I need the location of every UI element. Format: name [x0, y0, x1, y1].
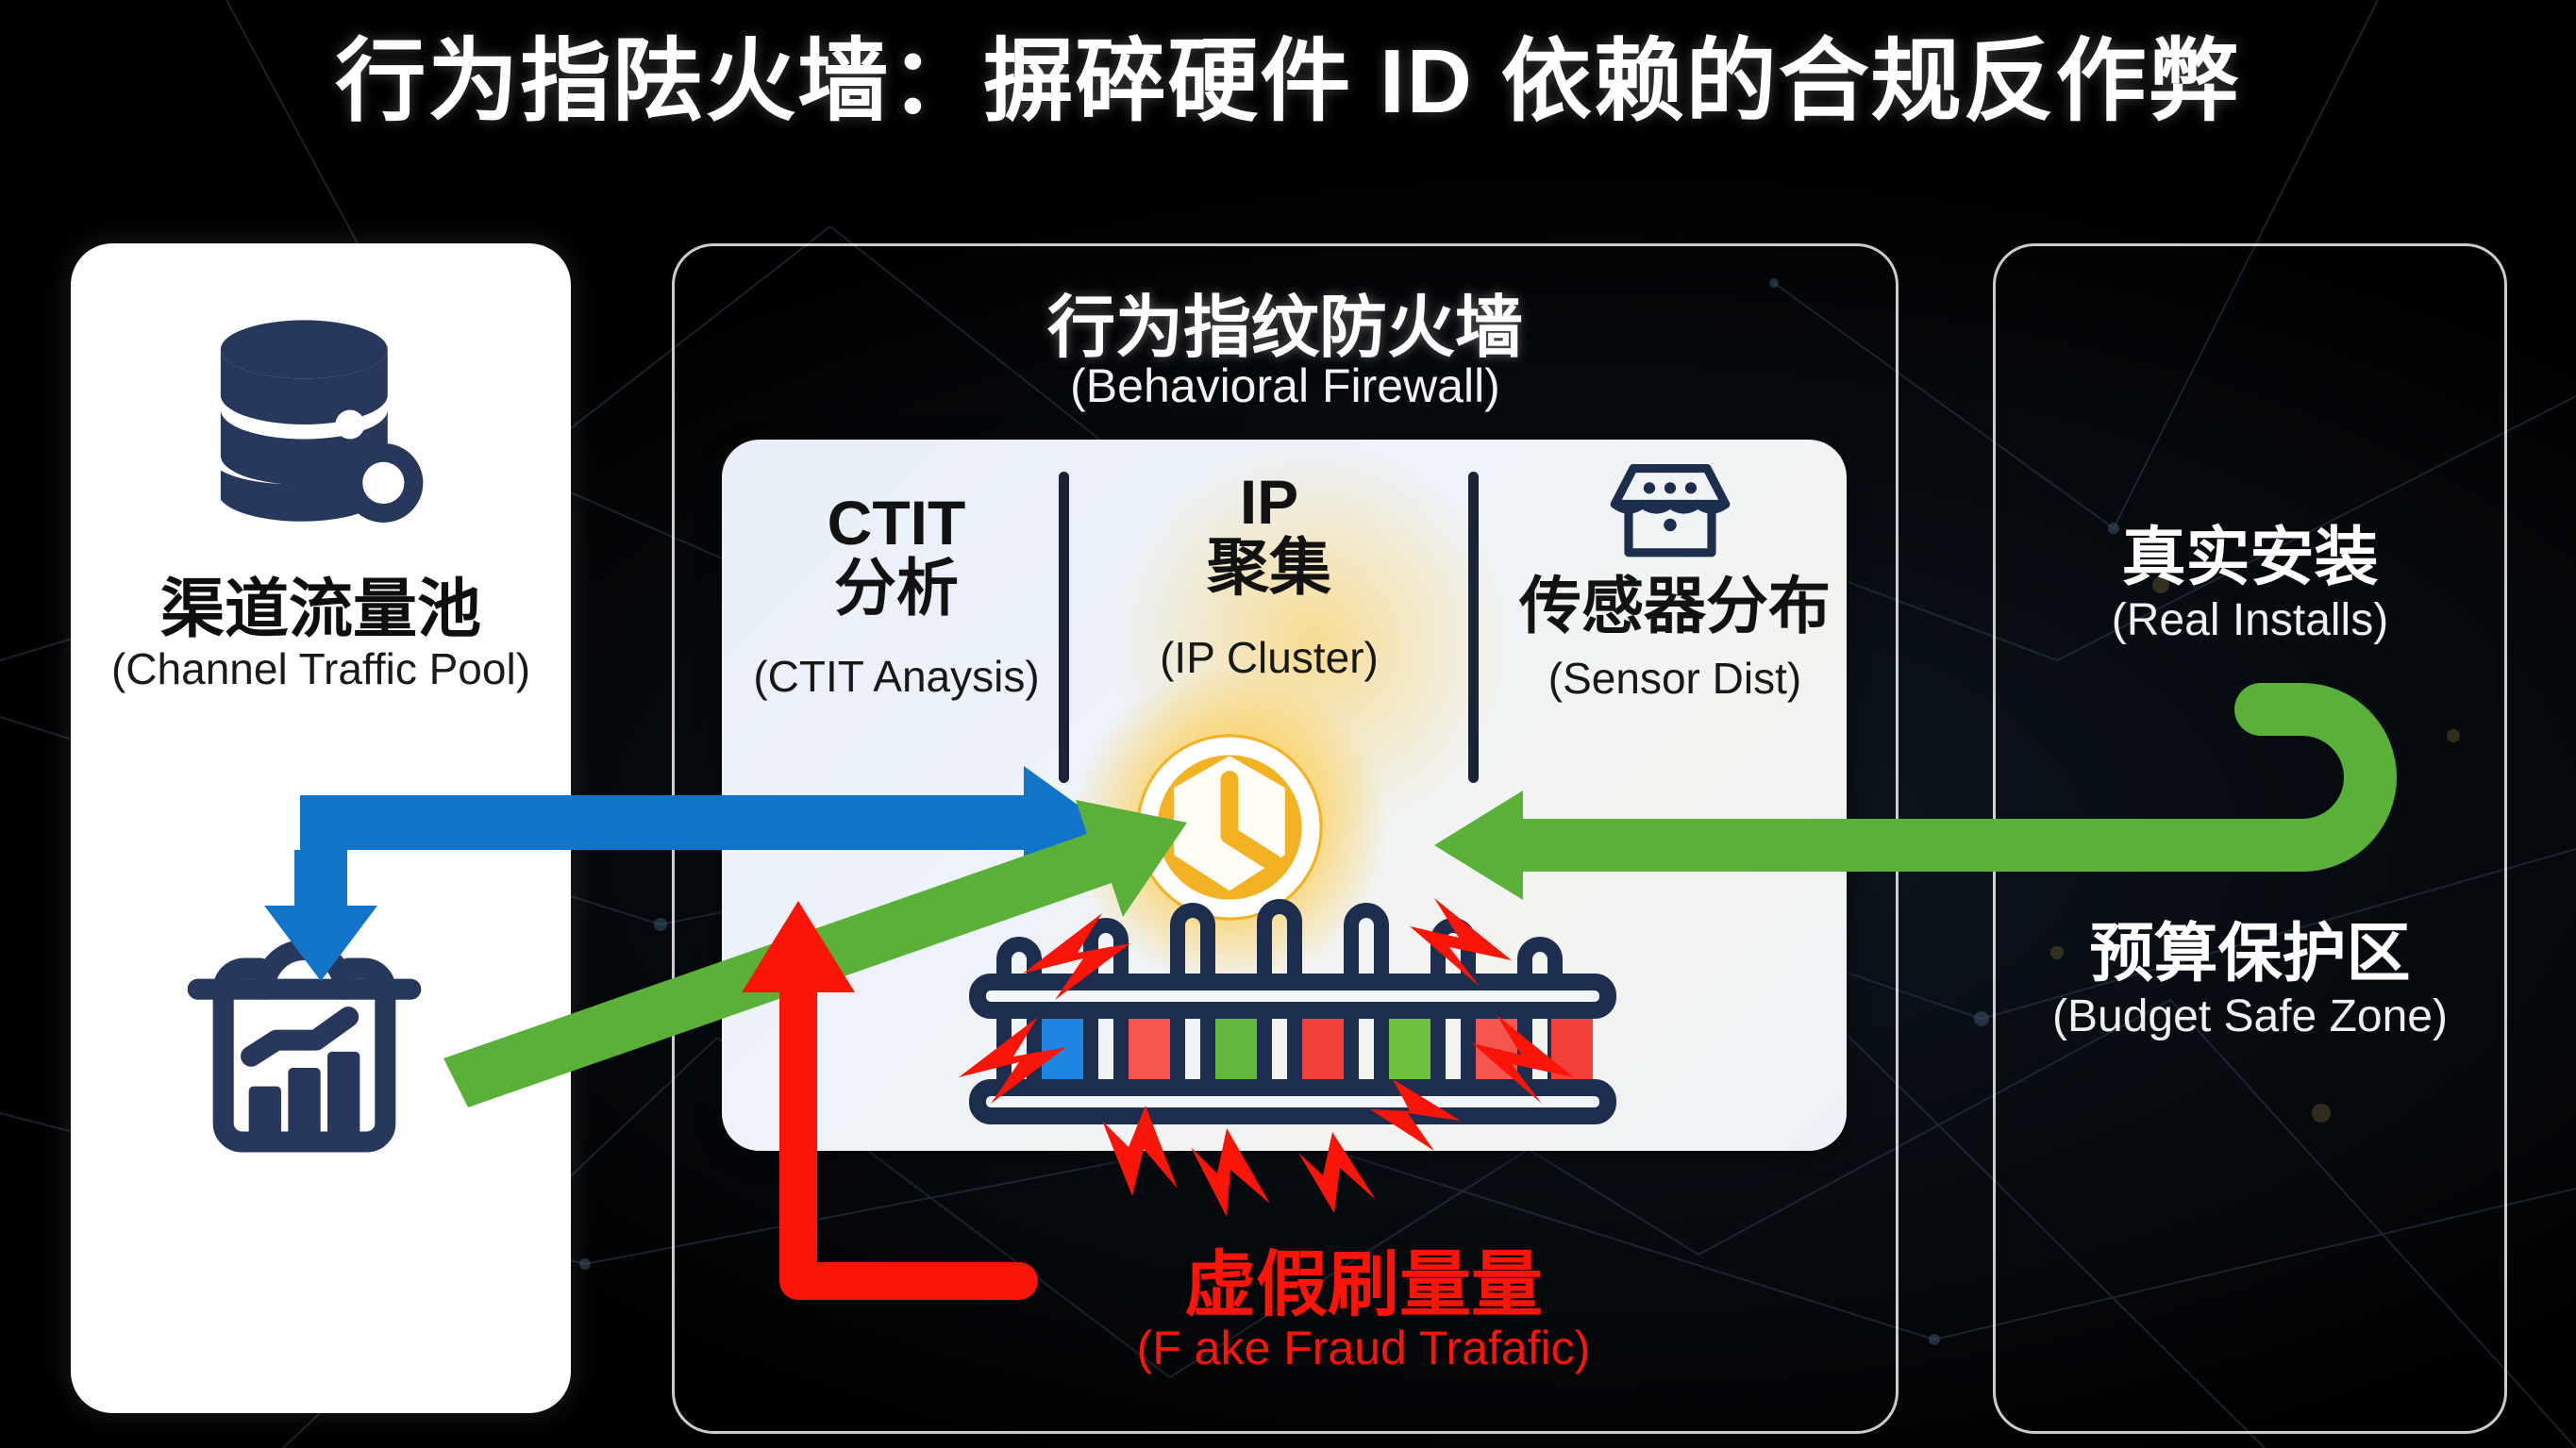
real-installs-card[interactable]	[1993, 243, 2507, 1434]
sensor-dist-en-label: (Sensor Dist)	[1547, 654, 1802, 703]
page-title: 行为指阹火墙：摒碎硬件 ID 依赖的合规反作弊	[335, 31, 2241, 132]
behavioral-firewall-cn-title: 行为指纹防火墙	[1046, 291, 1523, 366]
ctit-analysis-line2: 分析	[834, 552, 959, 623]
ip-cluster-cn-label: IP 聚集	[1104, 470, 1434, 599]
ctit-analysis-en-label: (CTIT Anaysis)	[753, 652, 1040, 701]
fence-icon	[969, 899, 1616, 1124]
ctit-analysis-line1: CTIT	[827, 488, 966, 558]
module-divider-1	[1059, 472, 1069, 783]
real-installs-cn-label: 真实安装	[2121, 522, 2379, 593]
sensor-dist-cn-label: 传感器分布	[1519, 571, 1831, 641]
channel-traffic-pool-en-label: (Channel Traffic Pool)	[110, 644, 531, 693]
budget-safe-zone-en-label: (Budget Safe Zone)	[2052, 991, 2448, 1041]
budget-safe-zone-cn-label: 预算保护区	[2089, 918, 2411, 990]
ctit-analysis-cn-label: CTIT 分析	[745, 491, 1047, 620]
fake-fraud-traffic-cn-label: 虚假刷量量	[1184, 1245, 1543, 1325]
basket-chart-icon	[187, 940, 422, 1153]
ip-cluster-line1: IP	[1239, 467, 1299, 537]
real-installs-en-label: (Real Installs)	[2111, 595, 2389, 645]
shop-sensor-icon	[1610, 463, 1731, 558]
module-divider-2	[1468, 472, 1479, 783]
ip-cluster-line2: 聚集	[1207, 531, 1331, 602]
database-search-icon	[220, 320, 424, 523]
channel-traffic-pool-cn-label: 渠道流量池	[159, 574, 481, 645]
behavioral-firewall-en-title: (Behavioral Firewall)	[1070, 359, 1500, 412]
fake-fraud-traffic-en-label: (F ake Fraud Trafafic)	[1136, 1322, 1591, 1374]
